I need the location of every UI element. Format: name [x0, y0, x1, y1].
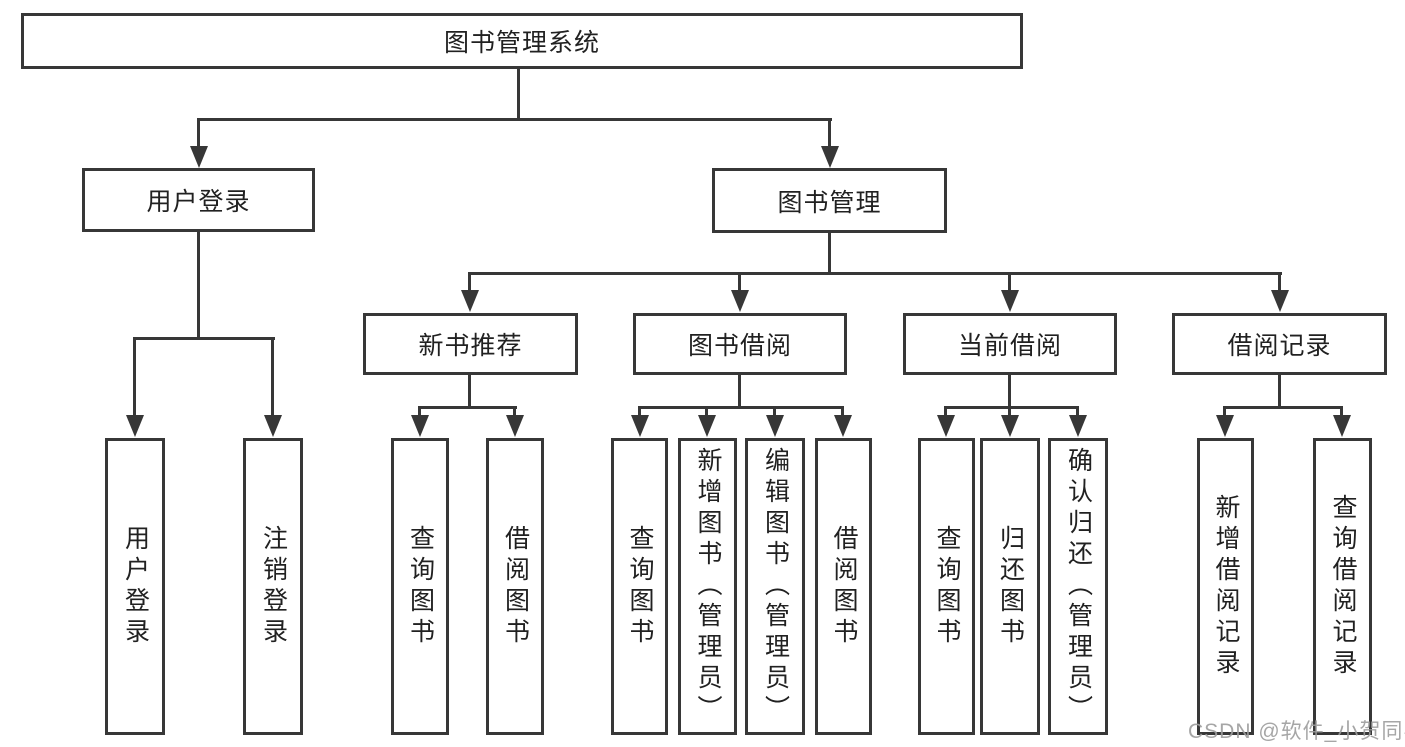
- node-user-login: 用户登录: [82, 168, 315, 232]
- arrow-down-icon: [821, 146, 839, 168]
- connector-line: [517, 68, 520, 120]
- arrow-down-icon: [1216, 415, 1234, 437]
- connector-line: [828, 118, 831, 150]
- leaf-cb-confirm-return-admin: 确认归还（管理员）: [1048, 438, 1108, 735]
- connector-line: [513, 406, 516, 418]
- arrow-down-icon: [937, 415, 955, 437]
- leaf-nb-query-books: 查询图书: [391, 438, 449, 735]
- arrow-down-icon: [1069, 415, 1087, 437]
- connector-line: [738, 375, 741, 409]
- arrow-down-icon: [631, 415, 649, 437]
- connector-line: [944, 406, 1079, 409]
- arrow-down-icon: [731, 290, 749, 312]
- connector-line: [1008, 406, 1011, 418]
- connector-line: [468, 272, 1282, 275]
- leaf-bb-add-books-admin: 新增图书（管理员）: [678, 438, 737, 735]
- leaf-br-query-record: 查询借阅记录: [1313, 438, 1372, 735]
- connector-line: [944, 406, 947, 418]
- leaf-br-add-record: 新增借阅记录: [1197, 438, 1254, 735]
- connector-line: [1008, 375, 1011, 409]
- connector-line: [1278, 375, 1281, 409]
- arrow-down-icon: [264, 415, 282, 437]
- leaf-user-login: 用户登录: [105, 438, 165, 735]
- node-borrow-records: 借阅记录: [1172, 313, 1387, 375]
- connector-line: [197, 232, 200, 340]
- connector-line: [197, 118, 832, 121]
- arrow-down-icon: [126, 415, 144, 437]
- arrow-down-icon: [834, 415, 852, 437]
- arrow-down-icon: [766, 415, 784, 437]
- leaf-cb-query-books: 查询图书: [918, 438, 975, 735]
- connector-line: [1223, 406, 1343, 409]
- connector-line: [271, 337, 274, 417]
- connector-line: [841, 406, 844, 418]
- leaf-bb-edit-books-admin: 编辑图书（管理员）: [745, 438, 805, 735]
- csdn-watermark: CSDN @软件_小贺同学: [1188, 720, 1405, 743]
- node-current-borrow: 当前借阅: [903, 313, 1117, 375]
- node-root: 图书管理系统: [21, 13, 1023, 69]
- connector-line: [1223, 406, 1226, 418]
- connector-line: [468, 375, 471, 409]
- connector-line: [1340, 406, 1343, 418]
- connector-line: [133, 337, 136, 417]
- connector-line: [197, 118, 200, 150]
- leaf-bb-borrow-books: 借阅图书: [815, 438, 872, 735]
- arrow-down-icon: [1333, 415, 1351, 437]
- connector-line: [418, 406, 421, 418]
- connector-line: [1278, 272, 1281, 294]
- leaf-cb-return-books: 归还图书: [980, 438, 1040, 735]
- connector-line: [1076, 406, 1079, 418]
- connector-line: [828, 233, 831, 275]
- arrow-down-icon: [1001, 290, 1019, 312]
- arrow-down-icon: [1001, 415, 1019, 437]
- leaf-nb-borrow-books: 借阅图书: [486, 438, 544, 735]
- leaf-logout: 注销登录: [243, 438, 303, 735]
- arrow-down-icon: [506, 415, 524, 437]
- arrow-down-icon: [1271, 290, 1289, 312]
- arrow-down-icon: [461, 290, 479, 312]
- connector-line: [133, 337, 275, 340]
- connector-line: [773, 406, 776, 418]
- connector-line: [705, 406, 708, 418]
- node-book-management: 图书管理: [712, 168, 947, 233]
- connector-line: [638, 406, 844, 409]
- node-book-borrow: 图书借阅: [633, 313, 847, 375]
- leaf-bb-query-books: 查询图书: [611, 438, 668, 735]
- connector-line: [638, 406, 641, 418]
- arrow-down-icon: [698, 415, 716, 437]
- connector-line: [1008, 272, 1011, 294]
- connector-line: [738, 272, 741, 294]
- connector-line: [468, 272, 471, 294]
- arrow-down-icon: [190, 146, 208, 168]
- connector-line: [418, 406, 517, 409]
- node-new-book-recommend: 新书推荐: [363, 313, 578, 375]
- arrow-down-icon: [411, 415, 429, 437]
